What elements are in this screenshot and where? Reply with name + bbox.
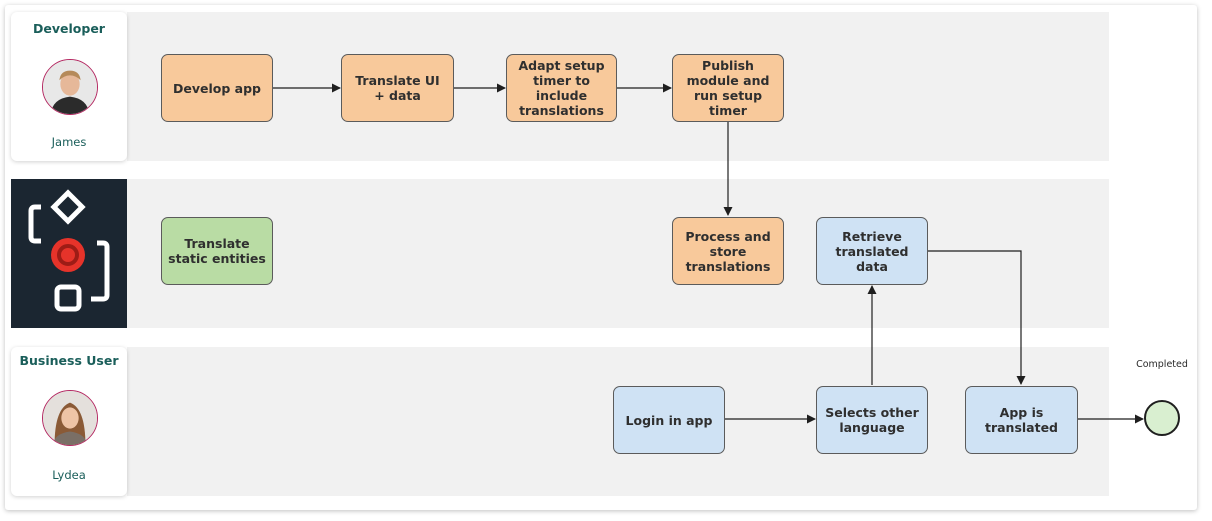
task-login-in-app[interactable]: Login in app (613, 386, 725, 454)
task-develop-app[interactable]: Develop app (161, 54, 273, 122)
task-retrieve-translated-data[interactable]: Retrieve translated data (816, 217, 928, 285)
task-publish-module[interactable]: Publish module and run setup timer (672, 54, 784, 122)
task-translate-static-entities[interactable]: Translate static entities (161, 217, 273, 285)
platform-logo (11, 179, 127, 328)
actor-title-business-user: Business User (19, 353, 119, 368)
task-process-store-translations[interactable]: Process and store translations (672, 217, 784, 285)
avatar-james (42, 59, 98, 115)
actor-name-lydea: Lydea (52, 468, 86, 482)
lane-developer (127, 12, 1109, 161)
flow-retrieve-to-app-translated (928, 250, 1026, 385)
task-adapt-setup-timer[interactable]: Adapt setup timer to include translation… (506, 54, 617, 122)
actor-card-business-user: Business User Lydea (11, 347, 127, 496)
avatar-lydea (42, 390, 98, 446)
actor-title-developer: Developer (33, 21, 105, 36)
end-event-label: Completed (1136, 359, 1188, 370)
end-event-completed[interactable] (1144, 400, 1180, 436)
task-app-is-translated[interactable]: App is translated (965, 386, 1078, 454)
actor-name-james: James (51, 135, 87, 149)
task-translate-ui-data[interactable]: Translate UI + data (341, 54, 454, 122)
lane-platform (127, 179, 1109, 328)
task-select-other-language[interactable]: Selects other language (816, 386, 928, 454)
actor-card-developer: Developer James (11, 12, 127, 161)
